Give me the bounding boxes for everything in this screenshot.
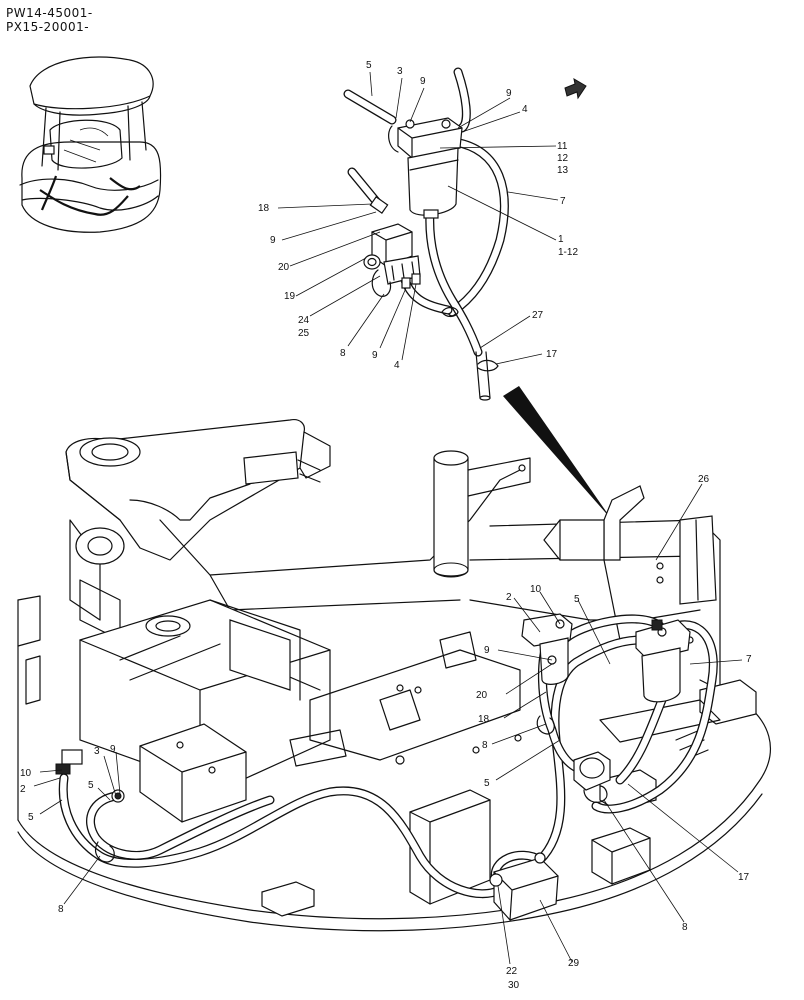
- callout-3: 3: [94, 746, 100, 757]
- callout-5: 5: [366, 60, 372, 71]
- callout-5: 5: [574, 594, 580, 605]
- callout-17: 17: [738, 872, 750, 883]
- callout-12: 12: [557, 153, 569, 164]
- fuel-pump: [573, 751, 611, 803]
- callout-22: 22: [506, 966, 518, 977]
- callout-9: 9: [506, 88, 512, 99]
- callout-29: 29: [568, 958, 580, 969]
- callout-4: 4: [394, 360, 400, 371]
- callout-26: 26: [698, 474, 710, 485]
- callout-30: 30: [508, 980, 520, 991]
- callout-11: 11: [557, 141, 568, 152]
- callout-9: 9: [110, 744, 116, 755]
- callout-9: 9: [372, 350, 378, 361]
- callout-19: 19: [284, 291, 296, 302]
- callout-5: 5: [88, 780, 94, 791]
- callout-9: 9: [420, 76, 426, 87]
- callouts: 5 3 9 9 4 11 12 13 7 1 1-12 18 9 20 19 2…: [20, 60, 752, 991]
- callout-8: 8: [482, 740, 488, 751]
- callout-5: 5: [484, 778, 490, 789]
- direction-arrow-icon: [564, 78, 587, 100]
- filter-assembly-detail: [343, 67, 509, 401]
- callout-8: 8: [58, 904, 64, 915]
- callout-13: 13: [557, 165, 569, 176]
- fuel-hose: [58, 614, 718, 899]
- callout-2: 2: [506, 592, 512, 603]
- callout-24: 24: [298, 315, 310, 326]
- callout-27: 27: [532, 310, 544, 321]
- fuel-filter: [521, 613, 691, 703]
- callout-25: 25: [298, 328, 310, 339]
- callout-2: 2: [20, 784, 26, 795]
- callout-7: 7: [746, 654, 752, 665]
- machine-thumbnail: [19, 56, 162, 233]
- callout-1-12: 1-12: [558, 247, 578, 258]
- callout-18: 18: [478, 714, 490, 725]
- callout-20: 20: [278, 262, 290, 273]
- leader-lines: [33, 71, 743, 965]
- callout-8: 8: [340, 348, 346, 359]
- callout-5: 5: [28, 812, 34, 823]
- callout-1: 1: [558, 234, 564, 245]
- callout-10: 10: [20, 768, 32, 779]
- detail-pointer: [503, 386, 612, 520]
- callout-17: 17: [546, 349, 558, 360]
- serial-line-2: PX15-20001-: [6, 20, 90, 34]
- callout-7: 7: [560, 196, 566, 207]
- callout-18: 18: [258, 203, 270, 214]
- callout-4: 4: [522, 104, 528, 115]
- callout-3: 3: [397, 66, 403, 77]
- callout-20: 20: [476, 690, 488, 701]
- serial-line-1: PW14-45001-: [6, 6, 93, 20]
- callout-9: 9: [484, 645, 490, 656]
- serial-range: PW14-45001- PX15-20001-: [6, 6, 93, 34]
- upper-frame: [17, 419, 771, 932]
- callout-10: 10: [530, 584, 542, 595]
- callout-9: 9: [270, 235, 276, 246]
- left-fittings: [55, 715, 555, 863]
- callout-8: 8: [682, 922, 688, 933]
